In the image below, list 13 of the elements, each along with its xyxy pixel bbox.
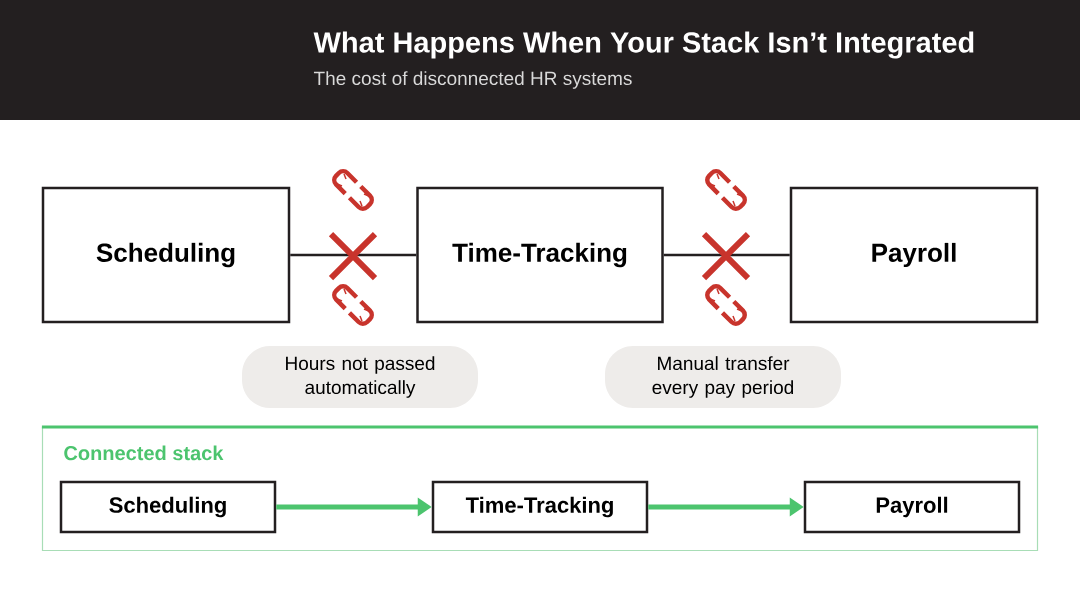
note-pill: Manual transfer every pay period (605, 346, 841, 408)
connector-line (663, 253, 790, 257)
process-box: Scheduling (59, 480, 277, 534)
process-box: Payroll (789, 186, 1039, 324)
process-box: Payroll (803, 480, 1021, 534)
subtitle: The cost of disconnected HR systems (313, 71, 632, 89)
process-box: Time-Tracking (431, 480, 649, 534)
connector-line (290, 253, 417, 257)
title: What Happens When Your Stack Isn’t Integrated (313, 31, 974, 59)
process-box: Scheduling (41, 186, 291, 324)
panel-heading: Connected stack (64, 445, 224, 461)
process-box: Time-Tracking (416, 186, 664, 324)
note-pill: Hours not passed automatically (242, 346, 478, 408)
